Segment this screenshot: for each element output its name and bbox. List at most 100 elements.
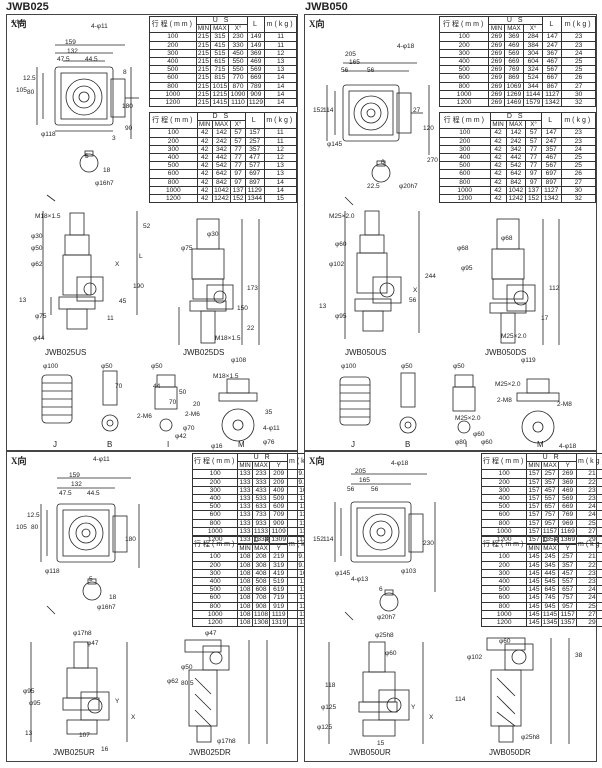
table-cell: 97 bbox=[525, 177, 542, 187]
dimension-label: φ50 bbox=[181, 664, 193, 671]
table-cell: 319 bbox=[269, 560, 289, 570]
table-cell: 633 bbox=[251, 502, 271, 512]
table-cell: 14 bbox=[264, 98, 297, 108]
dimension-label: 180 bbox=[122, 103, 133, 110]
table-title: U R bbox=[237, 452, 289, 463]
table-cell: 600 bbox=[480, 510, 528, 520]
table-cell: 24 bbox=[576, 585, 602, 595]
table-cell: 1269 bbox=[503, 89, 525, 100]
table-cell: 157 bbox=[526, 510, 542, 520]
table-cell: 23 bbox=[576, 568, 602, 579]
dimension-label: φ95 bbox=[335, 313, 347, 320]
table-cell: 12 bbox=[263, 153, 298, 163]
table-cell: 269 bbox=[488, 57, 505, 67]
table-title: D R bbox=[237, 535, 289, 546]
dimension-label: X bbox=[429, 714, 434, 721]
table-cell: 24 bbox=[560, 144, 597, 155]
table-cell: 11 bbox=[263, 136, 298, 146]
table-cell: 25 bbox=[576, 601, 602, 611]
table-cell: 1090 bbox=[228, 89, 248, 100]
table-cell: 200 bbox=[480, 477, 528, 487]
table-cell: 21 bbox=[576, 469, 602, 479]
table-cell: 357 bbox=[540, 144, 562, 155]
panel-jwb025-s: X向 bbox=[6, 14, 298, 451]
table-cell: 515 bbox=[210, 48, 230, 59]
dimension-label: 107 bbox=[79, 732, 90, 739]
table-cell: 108 bbox=[237, 618, 253, 628]
dimension-label: 16 bbox=[101, 746, 109, 753]
table-cell: 533 bbox=[251, 494, 271, 504]
dimension-label: 80.5 bbox=[181, 680, 194, 687]
table-cell: 200 bbox=[480, 560, 528, 570]
table-cell: 215 bbox=[195, 81, 212, 91]
table-cell: 133 bbox=[237, 502, 253, 512]
table-cell: 13 bbox=[264, 57, 297, 67]
table-cell: 42 bbox=[489, 136, 507, 146]
dimension-label: φ50 bbox=[101, 363, 113, 370]
table-cell: 215 bbox=[195, 73, 212, 83]
table-cell: 269 bbox=[558, 469, 578, 479]
dimension-label: 165 bbox=[349, 59, 360, 66]
table-cell: 145 bbox=[526, 577, 542, 587]
table-cell: 557 bbox=[558, 577, 578, 587]
dimension-label: 47.5 bbox=[57, 56, 70, 63]
table-cell: 342 bbox=[505, 144, 527, 155]
table-cell: 157 bbox=[526, 469, 542, 479]
table-title: D S bbox=[196, 111, 246, 122]
table-cell: 500 bbox=[480, 502, 528, 512]
dimension-label: φ95 bbox=[23, 688, 35, 695]
dimension-label: 2-M8 bbox=[557, 401, 572, 408]
table-cell: 715 bbox=[210, 65, 230, 75]
dimension-label: φ62 bbox=[31, 261, 43, 268]
accessory-i: I bbox=[465, 440, 468, 449]
table-cell: 567 bbox=[542, 65, 563, 75]
table-cell: 897 bbox=[244, 177, 265, 187]
table-cell: 21 bbox=[576, 552, 602, 562]
dimension-label: Y bbox=[115, 698, 120, 705]
table-cell: 409 bbox=[269, 485, 289, 496]
dimension-label: 4-φ18 bbox=[391, 460, 409, 467]
table-cell: 42 bbox=[489, 194, 507, 204]
table-cell: 300 bbox=[439, 144, 491, 155]
dimension-label: φ30 bbox=[207, 231, 219, 238]
table-cell: 77 bbox=[525, 161, 542, 171]
table-cell: 1200 bbox=[149, 194, 198, 204]
table-cell: 542 bbox=[505, 161, 527, 171]
table-cell: 1110 bbox=[228, 98, 248, 108]
dimension-label: 50 bbox=[179, 389, 187, 396]
dimension-label: 173 bbox=[247, 285, 258, 292]
table-cell: 133 bbox=[237, 510, 253, 520]
dimension-label: 44.5 bbox=[87, 490, 100, 497]
table-cell: 500 bbox=[191, 502, 239, 512]
table-cell: 215 bbox=[195, 65, 212, 75]
accessory-b: B bbox=[405, 440, 411, 449]
x-direction-label: X向 bbox=[11, 456, 27, 466]
table-cell: 145 bbox=[526, 585, 542, 595]
table-cell: 419 bbox=[269, 568, 289, 579]
jwb050-s-drawing bbox=[326, 62, 560, 444]
table-cell: 608 bbox=[251, 585, 271, 595]
dimension-label: 230 bbox=[423, 540, 434, 547]
table-cell: 1000 bbox=[149, 185, 198, 196]
dimension-label: φ103 bbox=[401, 568, 417, 575]
table-cell: 157 bbox=[526, 518, 542, 528]
table-cell: 1129 bbox=[244, 185, 265, 196]
table-cell: 157 bbox=[526, 502, 542, 512]
x-direction-label: X向 bbox=[309, 456, 325, 466]
table-cell: 500 bbox=[480, 585, 528, 595]
dimension-label: 152 bbox=[313, 107, 324, 114]
dimension-label: 8 bbox=[123, 69, 127, 76]
table-cell: 133 bbox=[237, 469, 253, 479]
